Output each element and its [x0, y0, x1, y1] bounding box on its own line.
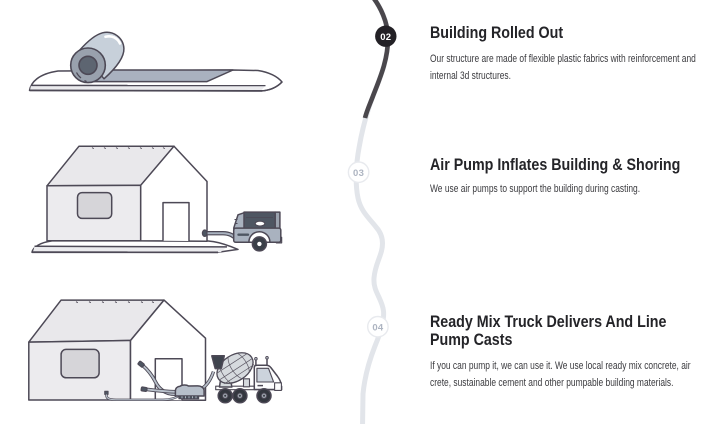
- svg-text:03: 03: [353, 168, 364, 179]
- svg-text:04: 04: [372, 322, 384, 333]
- svg-text:02: 02: [380, 32, 391, 43]
